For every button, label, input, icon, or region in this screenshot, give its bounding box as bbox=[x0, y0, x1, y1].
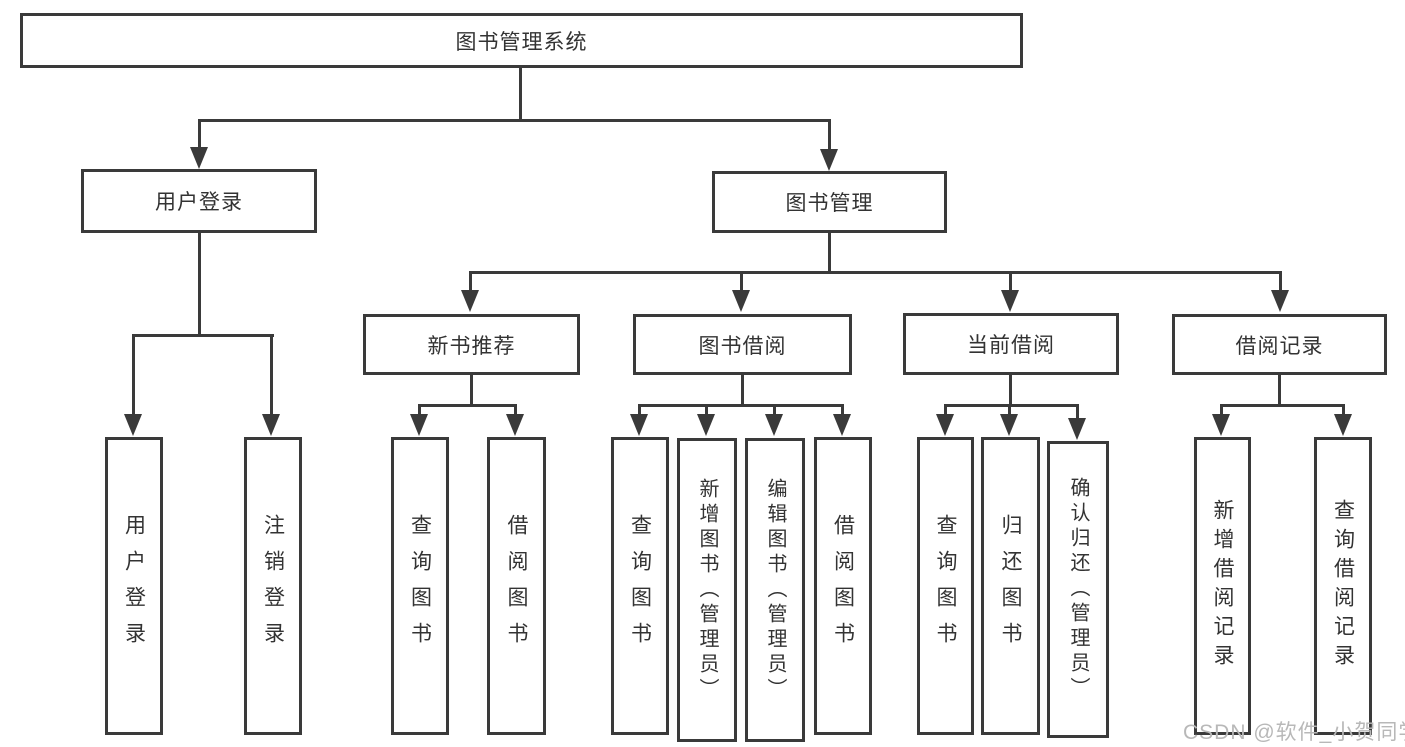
leaf-label: 归还图书 bbox=[999, 514, 1022, 658]
arrow-down-icon bbox=[506, 414, 524, 436]
leaf-label: 借阅图书 bbox=[505, 514, 528, 658]
arrow-down-icon bbox=[820, 149, 838, 171]
connector-line bbox=[1008, 404, 1011, 418]
leaf-label: 新增图书（管理员） bbox=[696, 477, 718, 703]
leaf-label: 用户登录 bbox=[122, 514, 146, 658]
arrow-down-icon bbox=[833, 414, 851, 436]
connector-line bbox=[1009, 271, 1012, 295]
leaf-query-books-recommend: 查询图书 bbox=[391, 437, 449, 735]
node-user-login-group: 用户登录 bbox=[81, 169, 317, 233]
connector-line bbox=[944, 404, 947, 418]
connector-line bbox=[1279, 271, 1282, 295]
leaf-label: 借阅图书 bbox=[831, 514, 855, 658]
connector-line bbox=[469, 271, 472, 295]
connector-line bbox=[519, 68, 522, 119]
node-new-book-recommend: 新书推荐 bbox=[363, 314, 580, 375]
connector-line bbox=[841, 404, 844, 418]
arrow-down-icon bbox=[461, 290, 479, 312]
connector-line bbox=[638, 404, 844, 407]
connector-line bbox=[198, 119, 201, 151]
leaf-confirm-return-admin: 确认归还（管理员） bbox=[1047, 441, 1109, 738]
arrow-down-icon bbox=[1271, 290, 1289, 312]
arrow-down-icon bbox=[410, 414, 428, 436]
arrow-down-icon bbox=[732, 290, 750, 312]
connector-line bbox=[1220, 404, 1223, 418]
connector-line bbox=[828, 233, 831, 274]
arrow-down-icon bbox=[262, 414, 280, 436]
connector-line bbox=[470, 375, 473, 407]
connector-line bbox=[270, 334, 273, 416]
leaf-borrow-books: 借阅图书 bbox=[814, 437, 872, 735]
connector-line bbox=[705, 404, 708, 418]
node-book-borrow: 图书借阅 bbox=[633, 314, 852, 375]
leaf-logout: 注销登录 bbox=[244, 437, 302, 735]
node-current-borrow: 当前借阅 bbox=[903, 313, 1119, 375]
connector-line bbox=[1278, 375, 1281, 407]
connector-line bbox=[132, 334, 135, 416]
arrow-down-icon bbox=[765, 414, 783, 436]
arrow-down-icon bbox=[697, 414, 715, 436]
leaf-return-books: 归还图书 bbox=[981, 437, 1040, 735]
arrow-down-icon bbox=[1212, 414, 1230, 436]
arrow-down-icon bbox=[1001, 290, 1019, 312]
arrow-down-icon bbox=[1068, 418, 1086, 440]
node-borrow-records: 借阅记录 bbox=[1172, 314, 1387, 375]
connector-line bbox=[198, 119, 831, 122]
connector-line bbox=[418, 404, 421, 418]
node-library-management-system: 图书管理系统 bbox=[20, 13, 1023, 68]
connector-line bbox=[469, 271, 1282, 274]
leaf-add-borrow-record: 新增借阅记录 bbox=[1194, 437, 1251, 735]
arrow-down-icon bbox=[124, 414, 142, 436]
leaf-add-books-admin: 新增图书（管理员） bbox=[677, 438, 737, 742]
csdn-watermark: CSDN @软件_小贺同学 bbox=[1183, 721, 1405, 744]
connector-line bbox=[740, 271, 743, 295]
connector-line bbox=[514, 404, 517, 418]
node-book-management: 图书管理 bbox=[712, 171, 947, 233]
leaf-borrow-books-recommend: 借阅图书 bbox=[487, 437, 546, 735]
connector-line bbox=[944, 404, 1079, 407]
leaf-label: 查询图书 bbox=[934, 514, 957, 658]
leaf-edit-books-admin: 编辑图书（管理员） bbox=[745, 438, 805, 742]
connector-line bbox=[773, 404, 776, 418]
leaf-user-login: 用户登录 bbox=[105, 437, 163, 735]
leaf-label: 确认归还（管理员） bbox=[1067, 477, 1089, 702]
connector-line bbox=[741, 375, 744, 407]
arrow-down-icon bbox=[1000, 414, 1018, 436]
leaf-label: 新增借阅记录 bbox=[1211, 499, 1234, 673]
leaf-label: 注销登录 bbox=[261, 514, 285, 658]
arrow-down-icon bbox=[1334, 414, 1352, 436]
connector-line bbox=[1220, 404, 1345, 407]
connector-line bbox=[1009, 375, 1012, 407]
connector-line bbox=[1076, 404, 1079, 420]
connector-line bbox=[1342, 404, 1345, 418]
leaf-label: 查询图书 bbox=[628, 514, 652, 658]
connector-line bbox=[198, 233, 201, 337]
leaf-label: 查询图书 bbox=[408, 514, 432, 658]
connector-line bbox=[132, 334, 274, 337]
leaf-query-books-borrow: 查询图书 bbox=[611, 437, 669, 735]
leaf-label: 查询借阅记录 bbox=[1331, 499, 1355, 673]
arrow-down-icon bbox=[190, 147, 208, 169]
leaf-query-borrow-record: 查询借阅记录 bbox=[1314, 437, 1372, 735]
arrow-down-icon bbox=[630, 414, 648, 436]
leaf-query-books-current: 查询图书 bbox=[917, 437, 974, 735]
connector-line bbox=[828, 119, 831, 153]
connector-line bbox=[638, 404, 641, 418]
connector-line bbox=[418, 404, 517, 407]
leaf-label: 编辑图书（管理员） bbox=[764, 477, 786, 703]
arrow-down-icon bbox=[936, 414, 954, 436]
